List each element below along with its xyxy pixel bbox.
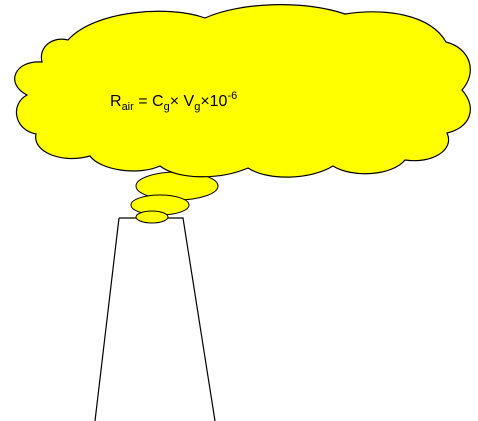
- formula-r: R: [110, 93, 122, 110]
- formula-times-ten: ×10: [200, 93, 227, 110]
- formula-times-v: × V: [170, 93, 195, 110]
- formula-c-subscript: g: [164, 101, 170, 113]
- chimney-stack: [94, 217, 216, 421]
- formula-r-subscript: air: [122, 101, 135, 113]
- formula-exponent: -6: [227, 90, 237, 102]
- smoke-puff-small: [135, 210, 169, 224]
- formula-v-subscript: g: [194, 101, 200, 113]
- formula-text: Rair = Cg× Vg×10-6: [110, 90, 237, 113]
- smoke-cloud: [14, 4, 471, 178]
- formula-equals-c: = C: [134, 93, 164, 110]
